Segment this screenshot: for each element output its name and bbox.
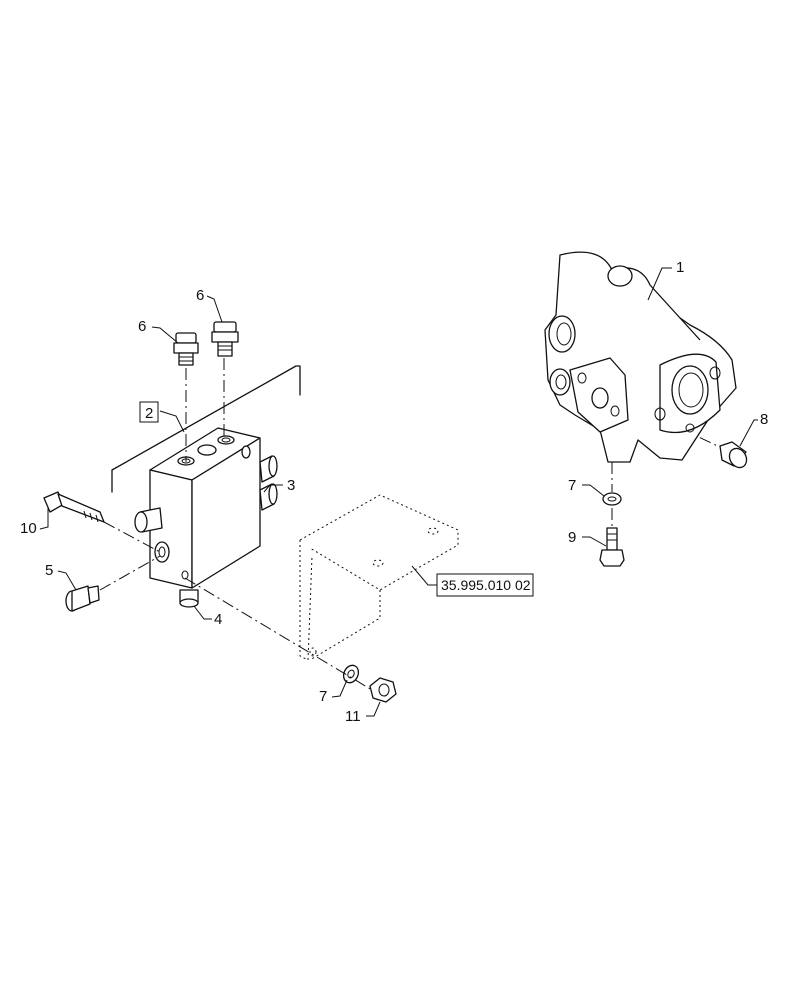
washer-7-lower xyxy=(342,664,360,684)
washer-7-upper xyxy=(602,492,622,506)
callout-5: 5 xyxy=(45,562,53,579)
callout-7-lower: 7 xyxy=(319,688,327,705)
callout-9: 9 xyxy=(568,529,576,546)
callout-8: 8 xyxy=(760,411,768,428)
mounting-bracket xyxy=(299,494,459,661)
callout-2-box xyxy=(139,401,159,423)
callout-1: 1 xyxy=(676,259,684,276)
bolt-9 xyxy=(599,527,625,567)
callout-11: 11 xyxy=(345,708,361,725)
fitting-6-right xyxy=(211,321,239,357)
valve-housing xyxy=(544,251,737,463)
callout-6-left: 6 xyxy=(138,318,146,335)
valve-block xyxy=(111,365,301,608)
fitting-6-left xyxy=(173,332,199,366)
bracket-reference-text: 35.995.010 02 xyxy=(441,577,531,593)
callout-10: 10 xyxy=(20,520,37,537)
callout-4: 4 xyxy=(214,611,222,628)
plug-8 xyxy=(719,441,748,469)
callout-2: 2 xyxy=(145,405,153,422)
callout-labels: 1 2 3 4 5 6 6 7 7 8 9 10 11 xyxy=(20,259,768,725)
bracket-reference: 35.995.010 02 xyxy=(436,573,534,597)
bolt-10 xyxy=(43,491,105,523)
callout-7-upper: 7 xyxy=(568,477,576,494)
callout-6-right: 6 xyxy=(196,287,204,304)
fitting-5 xyxy=(65,585,100,612)
leader-lines xyxy=(39,267,758,717)
nut-11 xyxy=(369,677,397,703)
callout-3: 3 xyxy=(287,477,295,494)
